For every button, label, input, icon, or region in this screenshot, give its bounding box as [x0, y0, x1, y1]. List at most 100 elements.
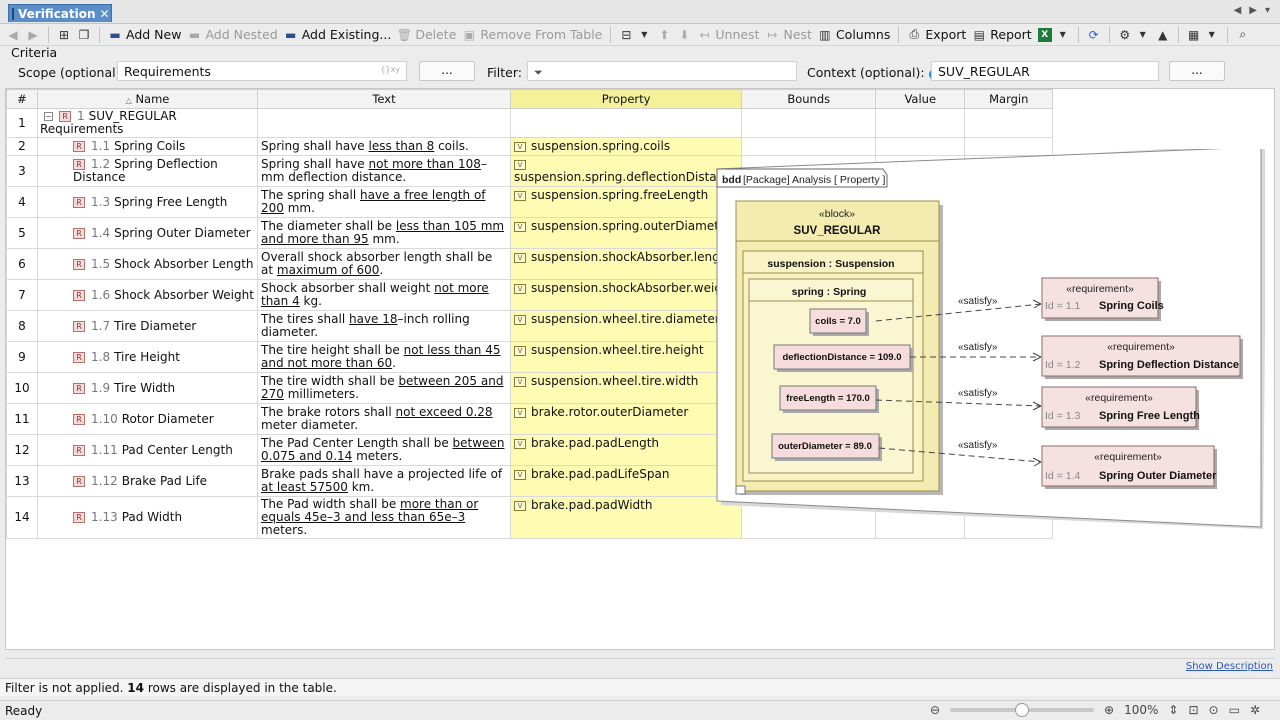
requirement-spring-outer-diameter[interactable]: «requirement» Id = 1.4 Spring Outer Diam… — [1041, 445, 1217, 489]
tab-list-icon[interactable]: ▾ — [1264, 5, 1270, 16]
move-down-button[interactable]: ⬇ — [677, 28, 691, 42]
excel-dropdown[interactable]: X▼ — [1037, 27, 1070, 42]
tab-next-icon[interactable]: ▶ — [1249, 5, 1257, 16]
text-cell[interactable]: Brake pads shall have a projected life o… — [257, 465, 511, 497]
text-cell[interactable] — [257, 108, 511, 138]
refresh-button[interactable]: ⟳ — [1087, 28, 1101, 42]
scope-input[interactable]: Requirements {}xy — [117, 61, 407, 81]
context-input[interactable]: SUV_REGULAR — [931, 61, 1159, 81]
requirement-spring-coils[interactable]: «requirement» Id = 1.1 Spring Coils — [1041, 277, 1164, 321]
column-header-value[interactable]: Value — [875, 89, 966, 109]
text-cell[interactable]: The Pad Center Length shall be between 0… — [257, 434, 511, 466]
copy-button[interactable]: ❐ — [77, 28, 91, 42]
expression-icon[interactable]: {}xy — [380, 65, 400, 74]
bdd-diagram[interactable]: bdd [Package] Analysis [ Property ] «blo… — [715, 149, 1265, 529]
add-nested-button[interactable]: ▬Add Nested — [187, 27, 278, 42]
slot-coils[interactable]: coils = 7.0 — [809, 308, 869, 336]
slot-deflection-distance[interactable]: deflectionDistance = 109.0 — [773, 344, 913, 372]
zoom-slider[interactable] — [950, 703, 1095, 717]
description-divider[interactable] — [5, 658, 1275, 659]
close-icon[interactable]: ✕ — [99, 6, 110, 21]
column-header-name[interactable]: △ Name — [37, 89, 258, 109]
text-cell[interactable]: The brake rotors shall not exceed 0.28 m… — [257, 403, 511, 435]
move-up-button[interactable]: ⬆ — [657, 28, 671, 42]
zoom-actual-icon[interactable]: ⊙ — [1208, 703, 1219, 717]
unnest-button[interactable]: ↤Unnest — [697, 27, 759, 42]
tab-prev-icon[interactable]: ◀ — [1233, 5, 1242, 16]
filter-input[interactable]: ⏷ — [527, 61, 797, 81]
text-cell[interactable]: Overall shock absorber length shall be a… — [257, 248, 511, 280]
satisfy-line-3[interactable] — [875, 399, 1042, 407]
slot-outer-diameter[interactable]: outerDiameter = 89.0 — [771, 433, 882, 461]
report-button[interactable]: ▤Report — [972, 27, 1032, 42]
column-header-text[interactable]: Text — [257, 89, 511, 109]
column-header-bounds[interactable]: Bounds — [741, 89, 877, 109]
context-browse-button[interactable]: ... — [1169, 61, 1225, 81]
text-cell[interactable]: The tire height shall be not less than 4… — [257, 341, 511, 373]
add-existing-button[interactable]: ▬Add Existing... — [284, 27, 391, 42]
text-cell[interactable]: Spring shall have not more than 108–mm d… — [257, 155, 511, 187]
add-new-button[interactable]: ▬Add New — [108, 27, 181, 42]
text-cell[interactable]: The tire width shall be between 205 and … — [257, 372, 511, 404]
column-header-property[interactable]: Property — [509, 89, 743, 109]
zoom-stepper-icon[interactable]: ⇕ — [1168, 703, 1179, 717]
back-button[interactable]: ◀ — [6, 28, 20, 42]
requirement-spring-free-length[interactable]: «requirement» Id = 1.3 Spring Free Lengt… — [1041, 386, 1200, 430]
margin-cell[interactable] — [964, 108, 1054, 138]
filter-icon[interactable]: ⏷ — [534, 66, 543, 79]
column-header-number[interactable]: # — [6, 89, 38, 109]
text-cell[interactable]: Shock absorber shall weight not more tha… — [257, 279, 511, 311]
memory-icon[interactable]: ✲ — [1249, 703, 1260, 717]
display-icon[interactable]: ▭ — [1228, 703, 1240, 717]
text-cell[interactable]: Spring shall have less than 8 coils. — [257, 137, 511, 156]
zoom-slider-handle[interactable] — [1015, 703, 1030, 717]
remove-from-table-button[interactable]: ▣Remove From Table — [462, 27, 603, 42]
delete-button[interactable]: 🗑Delete — [397, 27, 457, 42]
slot-free-length[interactable]: freeLength = 170.0 — [779, 385, 879, 413]
satisfy-line-1[interactable] — [875, 303, 1042, 322]
export-button[interactable]: ⎙Export — [907, 27, 967, 42]
text-cell[interactable]: The spring shall have a free length of 2… — [257, 186, 511, 218]
structure-dropdown[interactable]: ⊟▼ — [619, 28, 651, 42]
zoom-fit-icon[interactable]: ⊡ — [1188, 703, 1199, 717]
search-button[interactable]: ⌕ — [1236, 27, 1250, 42]
value-cell[interactable] — [875, 108, 966, 138]
scope-browse-button[interactable]: ... — [419, 61, 475, 81]
tab-verification[interactable]: Verification ✕ — [8, 4, 112, 22]
resize-handle-icon[interactable] — [735, 485, 746, 495]
text-cell[interactable]: The diameter shall be less than 105 mm a… — [257, 217, 511, 249]
nest-button[interactable]: ↦Nest — [765, 27, 812, 42]
layout-dropdown[interactable]: ▦▼ — [1187, 28, 1219, 42]
collapse-button[interactable]: ▲ — [1156, 28, 1170, 42]
forward-button[interactable]: ▶ — [26, 28, 40, 42]
hierarchy-button[interactable]: ⊞ — [57, 28, 71, 42]
collapse-icon[interactable]: − — [44, 112, 53, 121]
column-header-margin[interactable]: Margin — [964, 89, 1054, 109]
text-cell[interactable]: The Pad width shall be more than or equa… — [257, 496, 511, 539]
